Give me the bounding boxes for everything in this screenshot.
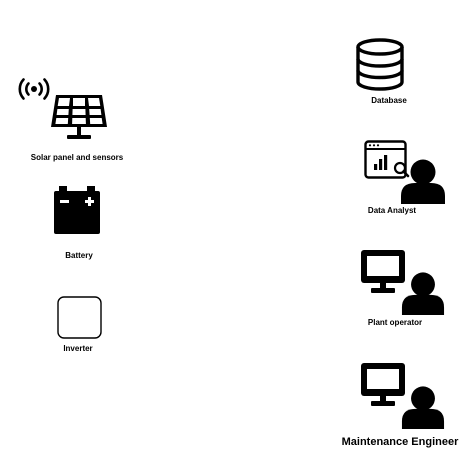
wireless-signal-icon bbox=[18, 78, 50, 100]
solar-label: Solar panel and sensors bbox=[30, 153, 124, 162]
operator-label: Plant operator bbox=[367, 318, 423, 327]
inverter-box-icon bbox=[57, 296, 102, 339]
monitor-icon bbox=[361, 363, 405, 407]
solar-panel-icon bbox=[50, 93, 108, 141]
inverter-label: Inverter bbox=[63, 344, 93, 353]
analytics-screen-icon bbox=[364, 140, 410, 182]
battery-icon bbox=[54, 186, 100, 234]
person-icon bbox=[400, 385, 446, 429]
engineer-label: Maintenance Engineer bbox=[341, 436, 459, 448]
database-icon bbox=[355, 38, 405, 92]
battery-label: Battery bbox=[65, 251, 93, 260]
monitor-icon bbox=[361, 250, 405, 294]
database-label: Database bbox=[371, 96, 407, 105]
person-icon bbox=[399, 158, 447, 204]
analyst-label: Data Analyst bbox=[367, 206, 417, 215]
person-icon bbox=[400, 271, 446, 315]
